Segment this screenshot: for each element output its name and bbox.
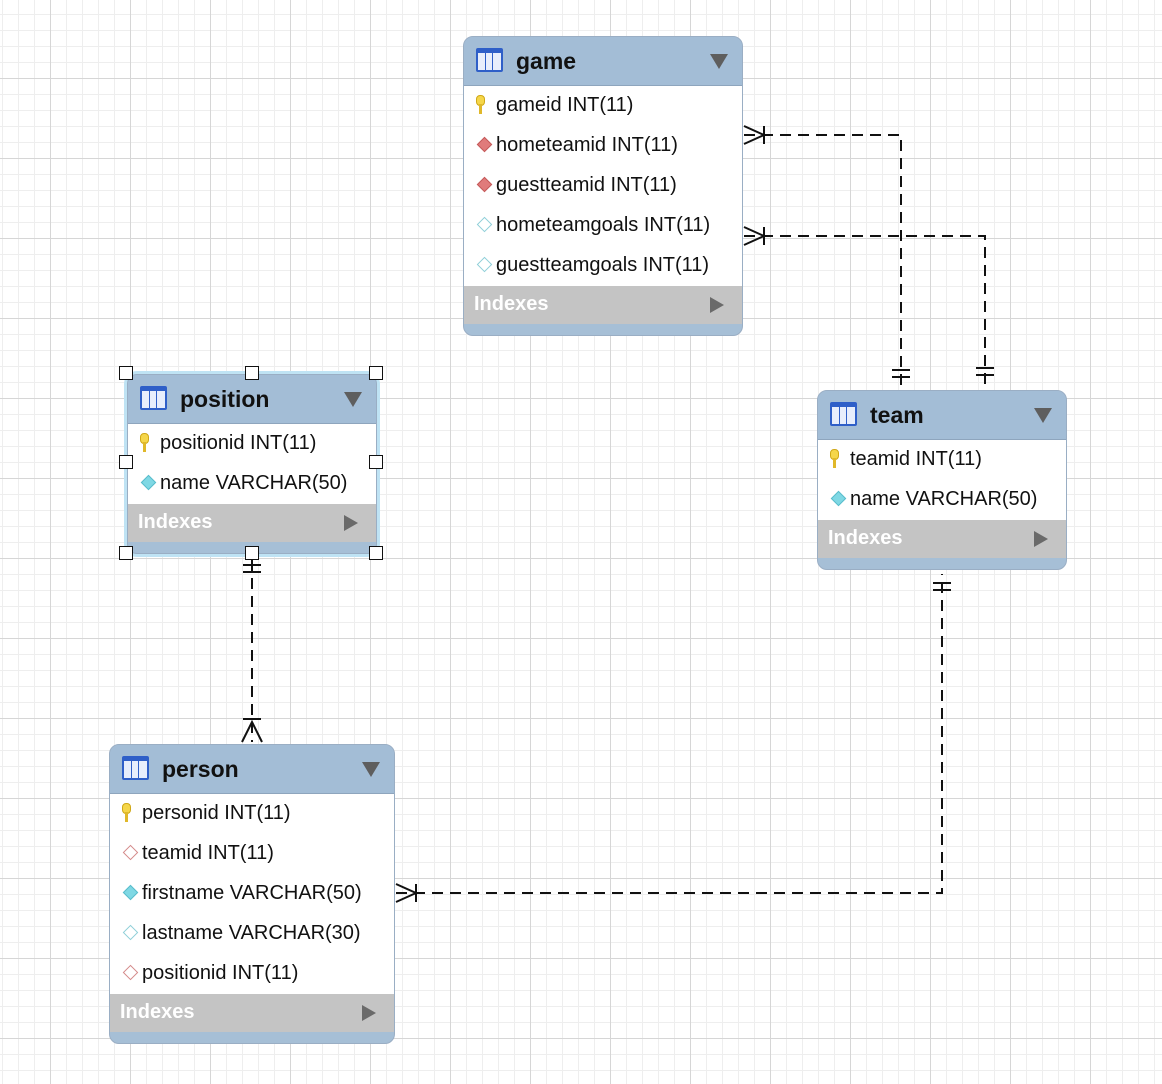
foreign-key-filled-diamond-icon — [476, 176, 493, 193]
collapse-arrow-icon[interactable] — [1034, 408, 1052, 423]
not-null-column-diamond-icon — [830, 490, 847, 507]
indexes-label: Indexes — [120, 1001, 195, 1023]
not-null-column-diamond-icon — [140, 474, 157, 491]
table-header[interactable]: game — [464, 37, 742, 85]
foreign-key-open-diamond-icon — [122, 844, 139, 861]
column-row[interactable]: guestteamid INT(11) — [464, 166, 742, 206]
column-label: firstname VARCHAR(50) — [142, 882, 362, 904]
nullable-column-diamond-icon — [476, 256, 493, 273]
primary-key-icon — [476, 95, 485, 115]
column-label: name VARCHAR(50) — [160, 472, 348, 494]
column-row[interactable]: positionid INT(11) — [128, 424, 376, 464]
indexes-label: Indexes — [138, 511, 213, 533]
resize-handle[interactable] — [245, 366, 259, 380]
primary-key-icon — [140, 433, 149, 453]
resize-handle[interactable] — [369, 546, 383, 560]
column-label: guestteamid INT(11) — [496, 174, 677, 196]
relationship-game-guestteam[interactable] — [743, 226, 994, 386]
column-row[interactable]: lastname VARCHAR(30) — [110, 914, 394, 954]
column-label: hometeamid INT(11) — [496, 134, 678, 156]
expand-arrow-icon[interactable] — [344, 515, 358, 531]
resize-handle[interactable] — [369, 366, 383, 380]
column-row[interactable]: name VARCHAR(50) — [128, 464, 376, 504]
column-label: positionid INT(11) — [160, 432, 317, 454]
column-row[interactable]: guestteamgoals INT(11) — [464, 246, 742, 286]
relationship-person-position[interactable] — [241, 560, 263, 743]
column-row[interactable]: name VARCHAR(50) — [818, 480, 1066, 520]
table-icon — [122, 756, 149, 780]
nullable-column-diamond-icon — [476, 216, 493, 233]
column-label: name VARCHAR(50) — [850, 488, 1038, 510]
expand-arrow-icon[interactable] — [1034, 531, 1048, 547]
column-label: personid INT(11) — [142, 802, 291, 824]
column-row[interactable]: personid INT(11) — [110, 794, 394, 834]
table-header[interactable]: position — [128, 375, 376, 423]
column-label: guestteamgoals INT(11) — [496, 254, 710, 276]
foreign-key-open-diamond-icon — [122, 964, 139, 981]
collapse-arrow-icon[interactable] — [344, 392, 362, 407]
column-row[interactable]: hometeamid INT(11) — [464, 126, 742, 166]
table-icon — [140, 386, 167, 410]
table-icon — [830, 402, 857, 426]
table-title: person — [162, 756, 239, 782]
table-title: team — [870, 402, 924, 428]
expand-arrow-icon[interactable] — [362, 1005, 376, 1021]
foreign-key-filled-diamond-icon — [476, 136, 493, 153]
indexes-section[interactable]: Indexes — [128, 504, 376, 542]
table-person[interactable]: person personid INT(11) teamid INT(11) f… — [109, 744, 395, 1044]
indexes-section[interactable]: Indexes — [110, 994, 394, 1032]
nullable-column-diamond-icon — [122, 924, 139, 941]
column-row[interactable]: teamid INT(11) — [818, 440, 1066, 480]
indexes-label: Indexes — [474, 293, 549, 315]
column-label: lastname VARCHAR(30) — [142, 922, 361, 944]
resize-handle[interactable] — [245, 546, 259, 560]
column-label: teamid INT(11) — [142, 842, 274, 864]
column-row[interactable]: teamid INT(11) — [110, 834, 394, 874]
collapse-arrow-icon[interactable] — [710, 54, 728, 69]
resize-handle[interactable] — [119, 455, 133, 469]
table-icon — [476, 48, 503, 72]
indexes-label: Indexes — [828, 527, 903, 549]
column-label: positionid INT(11) — [142, 962, 299, 984]
column-label: gameid INT(11) — [496, 94, 634, 116]
table-title: game — [516, 48, 577, 74]
table-team[interactable]: team teamid INT(11) name VARCHAR(50) Ind… — [817, 390, 1067, 570]
expand-arrow-icon[interactable] — [710, 297, 724, 313]
resize-handle[interactable] — [369, 455, 383, 469]
resize-handle[interactable] — [119, 366, 133, 380]
indexes-section[interactable]: Indexes — [464, 286, 742, 324]
table-game[interactable]: game gameid INT(11) hometeamid INT(11) g… — [463, 36, 743, 336]
column-row[interactable]: hometeamgoals INT(11) — [464, 206, 742, 246]
not-null-column-diamond-icon — [122, 884, 139, 901]
primary-key-icon — [830, 449, 839, 469]
table-position[interactable]: position positionid INT(11) name VARCHAR… — [127, 374, 377, 554]
indexes-section[interactable]: Indexes — [818, 520, 1066, 558]
relationship-person-team[interactable] — [395, 574, 951, 903]
table-title: position — [180, 386, 270, 412]
column-row[interactable]: firstname VARCHAR(50) — [110, 874, 394, 914]
column-row[interactable]: positionid INT(11) — [110, 954, 394, 994]
collapse-arrow-icon[interactable] — [362, 762, 380, 777]
column-label: hometeamgoals INT(11) — [496, 214, 711, 236]
resize-handle[interactable] — [119, 546, 133, 560]
primary-key-icon — [122, 803, 131, 823]
column-row[interactable]: gameid INT(11) — [464, 86, 742, 126]
column-label: teamid INT(11) — [850, 448, 982, 470]
relationship-game-hometeam[interactable] — [743, 125, 910, 386]
table-header[interactable]: person — [110, 745, 394, 793]
table-header[interactable]: team — [818, 391, 1066, 439]
